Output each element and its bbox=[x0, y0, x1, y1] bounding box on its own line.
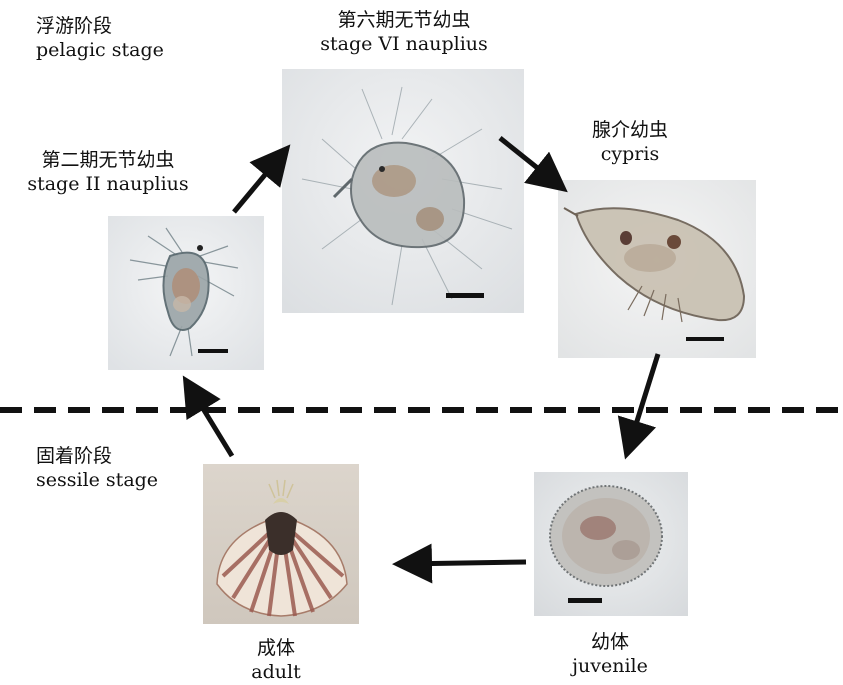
cyprid-zh: 腺介幼虫 bbox=[560, 118, 700, 142]
nauplius-ii-zh: 第二期无节幼虫 bbox=[0, 148, 216, 172]
nauplius-ii-en: stage II nauplius bbox=[0, 172, 216, 196]
adult-en: adult bbox=[226, 660, 326, 684]
cyprid-label: 腺介幼虫 cypris bbox=[560, 118, 700, 166]
adult-label: 成体 adult bbox=[226, 636, 326, 684]
juvenile-en: juvenile bbox=[550, 654, 670, 678]
pelagic-stage-en: pelagic stage bbox=[36, 38, 164, 62]
nauplius-vi-image bbox=[282, 69, 524, 313]
pelagic-stage-label: 浮游阶段 pelagic stage bbox=[36, 14, 164, 62]
pelagic-stage-zh: 浮游阶段 bbox=[36, 14, 164, 38]
juvenile-image bbox=[534, 472, 688, 616]
cyprid-image bbox=[558, 180, 756, 358]
juvenile-zh: 幼体 bbox=[550, 630, 670, 654]
nauplius-ii-image bbox=[108, 216, 264, 370]
sessile-stage-label: 固着阶段 sessile stage bbox=[36, 444, 158, 492]
nauplius-vi-en: stage VI nauplius bbox=[284, 32, 524, 56]
cyprid-en: cypris bbox=[560, 142, 700, 166]
nauplius-vi-zh: 第六期无节幼虫 bbox=[284, 8, 524, 32]
sessile-stage-en: sessile stage bbox=[36, 468, 158, 492]
adult-zh: 成体 bbox=[226, 636, 326, 660]
juvenile-label: 幼体 juvenile bbox=[550, 630, 670, 678]
nauplius-ii-label: 第二期无节幼虫 stage II nauplius bbox=[0, 148, 216, 196]
adult-image bbox=[203, 464, 359, 624]
sessile-stage-zh: 固着阶段 bbox=[36, 444, 158, 468]
nauplius-vi-label: 第六期无节幼虫 stage VI nauplius bbox=[284, 8, 524, 56]
